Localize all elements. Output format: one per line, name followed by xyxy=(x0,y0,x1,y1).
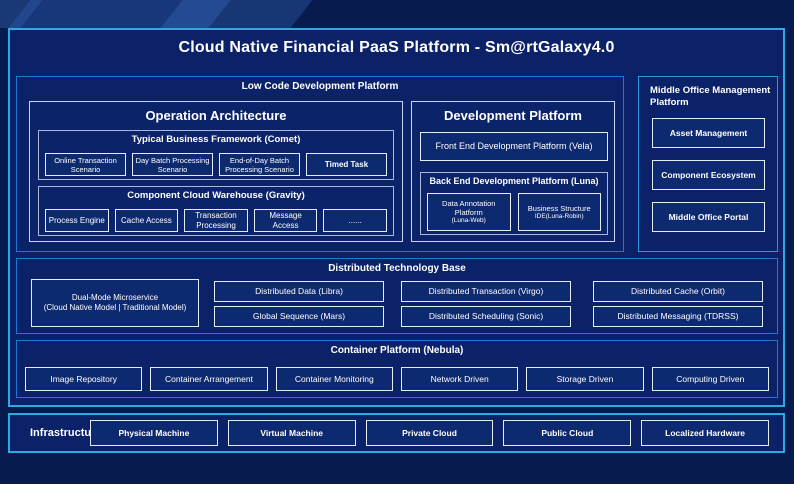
box-operation-architecture: Operation Architecture Typical Business … xyxy=(29,101,403,242)
item-end-of-day-batch-processing-scenario: End-of-Day Batch Processing Scenario xyxy=(219,153,300,176)
section-label: Low Code Development Platform xyxy=(241,81,399,92)
section-infrastructure: Infrastructure Physical Machine Virtual … xyxy=(8,413,785,453)
item-network-driven: Network Driven xyxy=(400,367,519,391)
item-middle-office-portal: Middle Office Portal xyxy=(652,202,765,232)
group-label: Typical Business Framework (Comet) xyxy=(131,134,301,145)
item-global-sequence: Global Sequence (Mars) xyxy=(214,306,384,327)
item-message-access: Message Access xyxy=(253,209,318,232)
item-front-end-development-platform: Front End Development Platform (Vela) xyxy=(420,132,608,161)
item-label: Business Structure xyxy=(527,203,591,213)
group-typical-business-framework: Typical Business Framework (Comet) Onlin… xyxy=(38,130,394,180)
item-row: Physical Machine Virtual Machine Private… xyxy=(90,420,769,446)
box-title: Operation Architecture xyxy=(145,108,287,123)
box-title: Development Platform xyxy=(444,108,582,123)
item-distributed-data: Distributed Data (Libra) xyxy=(214,281,384,302)
item-day-batch-processing-scenario: Day Batch Processing Scenario xyxy=(132,153,213,176)
item-ellipsis: ...... xyxy=(323,209,387,232)
item-row: Process Engine Cache Access Transaction … xyxy=(45,209,387,232)
decor-stripe xyxy=(152,0,318,28)
section-low-code-development-platform: Low Code Development Platform Operation … xyxy=(16,76,624,252)
item-dual-mode-microservice: Dual-Mode Microservice (Cloud Native Mod… xyxy=(31,279,199,327)
item-business-structure-ide: Business Structure IDE(Luna-Robin) xyxy=(517,193,601,231)
section-middle-office-management-platform: Middle Office Management Platform Asset … xyxy=(638,76,778,252)
section-label: Container Platform (Nebula) xyxy=(330,345,464,356)
item-computing-driven: Computing Driven xyxy=(651,367,769,391)
box-development-platform: Development Platform Front End Developme… xyxy=(411,101,615,242)
item-container-monitoring: Container Monitoring xyxy=(275,367,393,391)
section-label: Distributed Technology Base xyxy=(328,263,466,274)
item-image-repository: Image Repository xyxy=(25,367,143,391)
group-label: Component Cloud Warehouse (Gravity) xyxy=(127,190,305,201)
group-component-cloud-warehouse: Component Cloud Warehouse (Gravity) Proc… xyxy=(38,186,394,236)
item-label: (Cloud Native Model | Traditional Model) xyxy=(43,303,187,312)
item-sublabel: IDE(Luna-Robin) xyxy=(534,212,584,220)
item-cache-access: Cache Access xyxy=(114,209,179,232)
item-row: Data Annotation Platform (Luna-Web) Busi… xyxy=(427,193,601,231)
section-distributed-technology-base: Distributed Technology Base Dual-Mode Mi… xyxy=(16,258,778,334)
item-row: Online Transaction Scenario Day Batch Pr… xyxy=(45,153,387,176)
top-decor-strip xyxy=(0,0,794,28)
item-sublabel: (Luna-Web) xyxy=(451,217,486,225)
section-label: Infrastructure xyxy=(30,427,102,439)
main-panel: Cloud Native Financial PaaS Platform - S… xyxy=(8,28,785,407)
item-public-cloud: Public Cloud xyxy=(503,420,632,446)
item-virtual-machine: Virtual Machine xyxy=(227,420,356,446)
item-asset-management: Asset Management xyxy=(652,118,765,148)
item-distributed-scheduling: Distributed Scheduling (Sonic) xyxy=(401,306,571,327)
item-label: Data Annotation Platform xyxy=(442,199,496,218)
item-distributed-messaging: Distributed Messaging (TDRSS) xyxy=(593,306,763,327)
item-timed-task: Timed Task xyxy=(306,153,387,176)
item-container-arrangement: Container Arrangement xyxy=(150,367,268,391)
item-storage-driven: Storage Driven xyxy=(526,367,644,391)
group-back-end-development-platform: Back End Development Platform (Luna) Dat… xyxy=(420,172,608,235)
section-container-platform: Container Platform (Nebula) Image Reposi… xyxy=(16,340,778,398)
item-process-engine: Process Engine xyxy=(45,209,109,232)
item-physical-machine: Physical Machine xyxy=(90,420,218,446)
item-private-cloud: Private Cloud xyxy=(365,420,494,446)
item-distributed-transaction: Distributed Transaction (Virgo) xyxy=(401,281,571,302)
item-label: Dual-Mode Microservice xyxy=(71,293,159,303)
item-row: Image Repository Container Arrangement C… xyxy=(25,367,769,391)
item-component-ecosystem: Component Ecosystem xyxy=(652,160,765,190)
item-data-annotation-platform: Data Annotation Platform (Luna-Web) xyxy=(427,193,511,231)
item-localized-hardware: Localized Hardware xyxy=(641,420,769,446)
item-distributed-cache: Distributed Cache (Orbit) xyxy=(593,281,763,302)
group-label: Back End Development Platform (Luna) xyxy=(429,176,599,186)
page-title: Cloud Native Financial PaaS Platform - S… xyxy=(178,39,615,56)
section-label: Middle Office Management Platform xyxy=(650,85,771,109)
item-transaction-processing: Transaction Processing xyxy=(184,209,248,232)
item-online-transaction-scenario: Online Transaction Scenario xyxy=(45,153,126,176)
